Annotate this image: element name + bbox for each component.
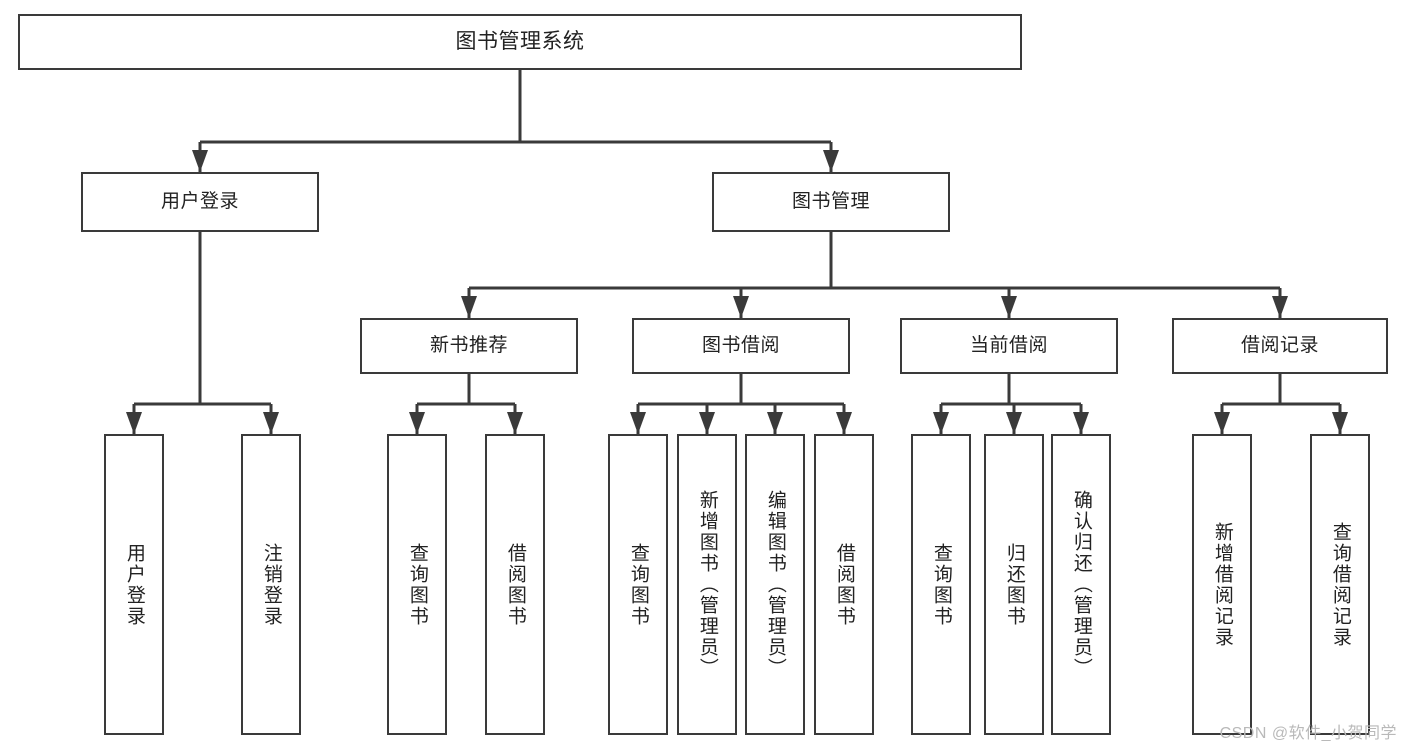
book-borrow-to-leaves-arrow-1 — [699, 412, 715, 434]
user-login-to-leaves-arrow-0 — [126, 412, 142, 434]
book-borrow-to-leaves-arrow-3 — [836, 412, 852, 434]
node-label: 新书推荐 — [429, 334, 508, 356]
user-login-to-leaves-arrow-1 — [263, 412, 279, 434]
new-book-rec-to-leaves-arrow-1 — [507, 412, 523, 434]
book-manage-to-level2-arrow-0 — [461, 296, 477, 318]
node-label: 归还图书 — [1003, 542, 1025, 627]
node-label: 查询图书 — [930, 542, 952, 627]
node-label: 图书管理 — [791, 190, 870, 212]
node-label: 编辑图书（管理员） — [764, 490, 786, 679]
book-borrow-to-leaves-arrow-0 — [630, 412, 646, 434]
node-leaf-query-book-rec[interactable]: 查询图书 — [387, 434, 447, 735]
node-label: 新增借阅记录 — [1211, 521, 1233, 648]
node-leaf-borrow-book-br[interactable]: 借阅图书 — [814, 434, 874, 735]
node-leaf-return-book[interactable]: 归还图书 — [984, 434, 1044, 735]
node-borrow-record[interactable]: 借阅记录 — [1172, 318, 1388, 374]
root-to-level1-arrow-1 — [823, 150, 839, 172]
current-borrow-to-leaves-arrow-2 — [1073, 412, 1089, 434]
node-leaf-edit-book[interactable]: 编辑图书（管理员） — [745, 434, 805, 735]
new-book-rec-to-leaves-arrow-0 — [409, 412, 425, 434]
node-book-borrow[interactable]: 图书借阅 — [632, 318, 850, 374]
node-leaf-query-book-br[interactable]: 查询图书 — [608, 434, 668, 735]
node-leaf-confirm-return[interactable]: 确认归还（管理员） — [1051, 434, 1111, 735]
node-label: 新增图书（管理员） — [696, 490, 718, 679]
borrow-record-to-leaves-arrow-0 — [1214, 412, 1230, 434]
node-leaf-add-record[interactable]: 新增借阅记录 — [1192, 434, 1252, 735]
current-borrow-to-leaves-arrow-1 — [1006, 412, 1022, 434]
book-manage-to-level2-arrow-2 — [1001, 296, 1017, 318]
node-label: 图书借阅 — [701, 334, 780, 356]
book-manage-to-level2-arrow-3 — [1272, 296, 1288, 318]
node-label: 查询图书 — [627, 542, 649, 627]
node-root[interactable]: 图书管理系统 — [18, 14, 1022, 70]
node-label: 借阅图书 — [833, 542, 855, 627]
node-leaf-user-login[interactable]: 用户登录 — [104, 434, 164, 735]
node-leaf-logout[interactable]: 注销登录 — [241, 434, 301, 735]
node-current-borrow[interactable]: 当前借阅 — [900, 318, 1118, 374]
book-borrow-to-leaves-arrow-2 — [767, 412, 783, 434]
node-book-manage[interactable]: 图书管理 — [712, 172, 950, 232]
node-leaf-add-book[interactable]: 新增图书（管理员） — [677, 434, 737, 735]
borrow-record-to-leaves-arrow-1 — [1332, 412, 1348, 434]
book-manage-to-level2-arrow-1 — [733, 296, 749, 318]
node-label: 用户登录 — [160, 190, 239, 212]
node-user-login[interactable]: 用户登录 — [81, 172, 319, 232]
node-leaf-query-record[interactable]: 查询借阅记录 — [1310, 434, 1370, 735]
node-label: 图书管理系统 — [455, 30, 585, 54]
node-label: 用户登录 — [123, 542, 145, 627]
node-label: 注销登录 — [260, 542, 282, 627]
node-label: 当前借阅 — [969, 334, 1048, 356]
node-label: 借阅图书 — [504, 542, 526, 627]
node-label: 确认归还（管理员） — [1070, 490, 1092, 679]
current-borrow-to-leaves-arrow-0 — [933, 412, 949, 434]
node-leaf-borrow-book-rec[interactable]: 借阅图书 — [485, 434, 545, 735]
node-label: 查询借阅记录 — [1329, 521, 1351, 648]
root-to-level1-arrow-0 — [192, 150, 208, 172]
watermark: CSDN @软件_小贺同学 — [1219, 725, 1397, 742]
node-label: 借阅记录 — [1240, 334, 1319, 356]
node-leaf-query-book-cb[interactable]: 查询图书 — [911, 434, 971, 735]
node-new-book-rec[interactable]: 新书推荐 — [360, 318, 578, 374]
node-label: 查询图书 — [406, 542, 428, 627]
